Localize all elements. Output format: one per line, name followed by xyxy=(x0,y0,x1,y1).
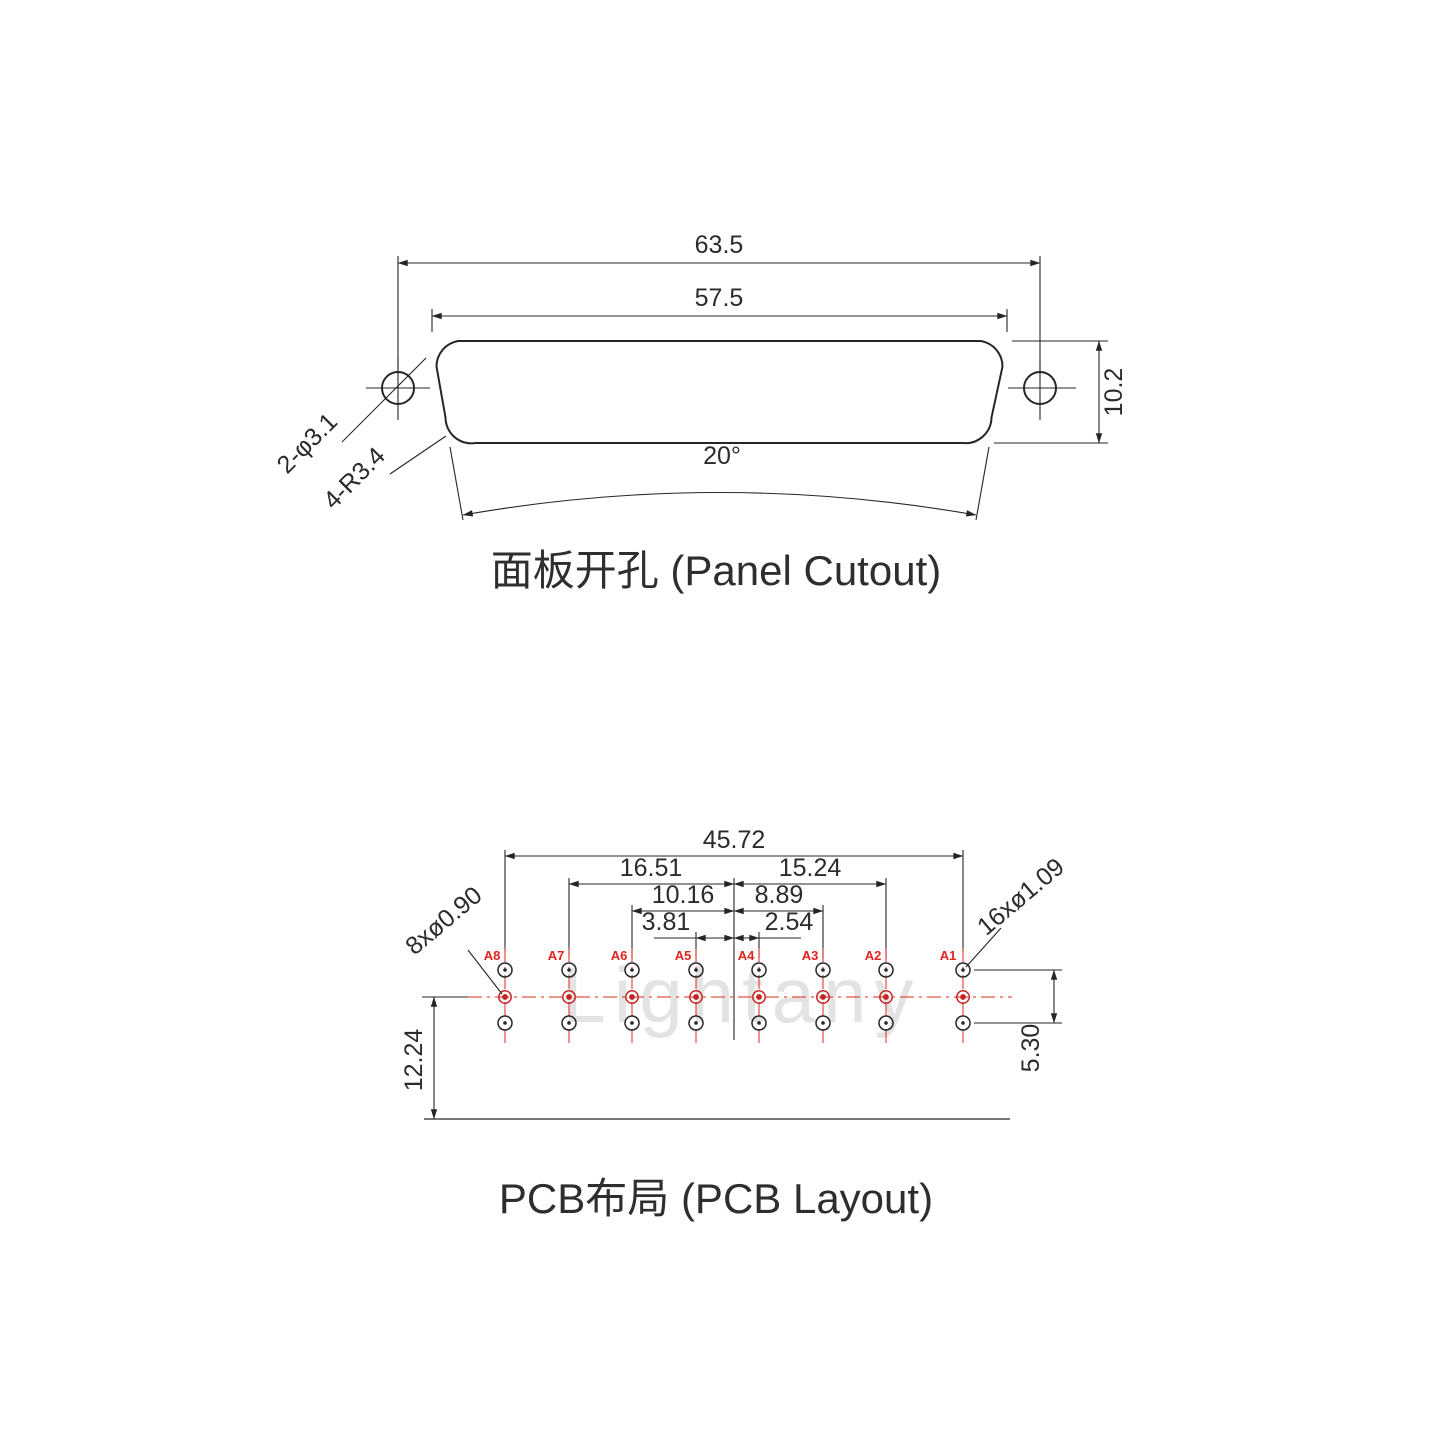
angle-arc xyxy=(462,491,977,517)
mounting-hole-left xyxy=(366,356,430,420)
dim-row-outer: 16.51 15.24 xyxy=(568,854,887,958)
dim-overall-width: 63.5 xyxy=(397,231,1041,374)
dim-cutout-height-label: 10.2 xyxy=(1100,368,1128,417)
cutout-outline xyxy=(435,340,1004,445)
dim-right-inner-label: 2.54 xyxy=(765,908,814,936)
dim-edge-offset: 12.24 xyxy=(400,996,468,1120)
watermark: Lightany xyxy=(563,951,922,1039)
pad-columns: A8 A7 A6 A5 A4 A3 A2 A1 xyxy=(484,947,971,1047)
angle-label: 20° xyxy=(703,442,741,470)
dim-shield-row-span: 5.30 xyxy=(974,969,1062,1073)
mounting-holes-leader xyxy=(341,357,427,443)
mounting-hole-right xyxy=(1008,356,1076,420)
dim-overall-width-label: 63.5 xyxy=(695,231,744,259)
dim-row-inner: 3.81 2.54 xyxy=(642,908,814,958)
dim-left-outer-label: 16.51 xyxy=(620,854,683,882)
pad-label-a5: A5 xyxy=(675,948,692,963)
dim-pitch-total-label: 45.72 xyxy=(703,826,766,854)
signal-holes-callout: 8xø0.90 xyxy=(400,881,503,995)
shield-holes-callout: 16xø1.09 xyxy=(965,853,1070,968)
pad-label-a2: A2 xyxy=(865,948,882,963)
corner-radius-leader xyxy=(389,435,447,475)
corner-radius-label: 4-R3.4 xyxy=(318,442,391,515)
dim-cutout-width: 57.5 xyxy=(431,284,1008,332)
signal-holes-leader xyxy=(467,949,503,995)
dim-left-mid-label: 10.16 xyxy=(652,881,715,909)
pad-label-a8: A8 xyxy=(484,948,501,963)
dim-shield-row-span-label: 5.30 xyxy=(1017,1024,1045,1073)
mounting-holes-callout: 2-φ3.1 xyxy=(272,357,427,480)
pad-label-a3: A3 xyxy=(802,948,819,963)
pcb-layout-title: PCB布局 (PCB Layout) xyxy=(499,1175,933,1222)
dim-right-outer-label: 15.24 xyxy=(779,854,842,882)
panel-cutout-title: 面板开孔 (Panel Cutout) xyxy=(491,547,941,594)
panel-cutout-view: 63.5 57.5 2-φ3.1 xyxy=(272,231,1128,594)
pad-label-a4: A4 xyxy=(738,948,755,963)
dim-edge-offset-label: 12.24 xyxy=(400,1029,428,1092)
mounting-holes-label: 2-φ3.1 xyxy=(272,408,344,480)
pad-label-a6: A6 xyxy=(611,948,628,963)
pcb-layout-view: Lightany 45.72 16.51 15.24 10.16 8.89 xyxy=(400,826,1070,1222)
dim-right-mid-label: 8.89 xyxy=(755,881,804,909)
dim-row-mid: 10.16 8.89 xyxy=(631,881,824,958)
pad-label-a7: A7 xyxy=(548,948,565,963)
corner-radius-callout: 4-R3.4 xyxy=(318,435,447,515)
angle-dimension: 20° xyxy=(449,442,990,521)
pad-label-a1: A1 xyxy=(940,948,957,963)
dim-left-inner-label: 3.81 xyxy=(642,908,691,936)
dim-pitch-total: 45.72 xyxy=(504,826,964,952)
shield-holes-label: 16xø1.09 xyxy=(972,853,1070,941)
shield-holes-leader xyxy=(965,927,1002,968)
dim-cutout-height: 10.2 xyxy=(994,340,1128,444)
dim-cutout-width-label: 57.5 xyxy=(695,284,744,312)
signal-holes-label: 8xø0.90 xyxy=(400,881,487,961)
